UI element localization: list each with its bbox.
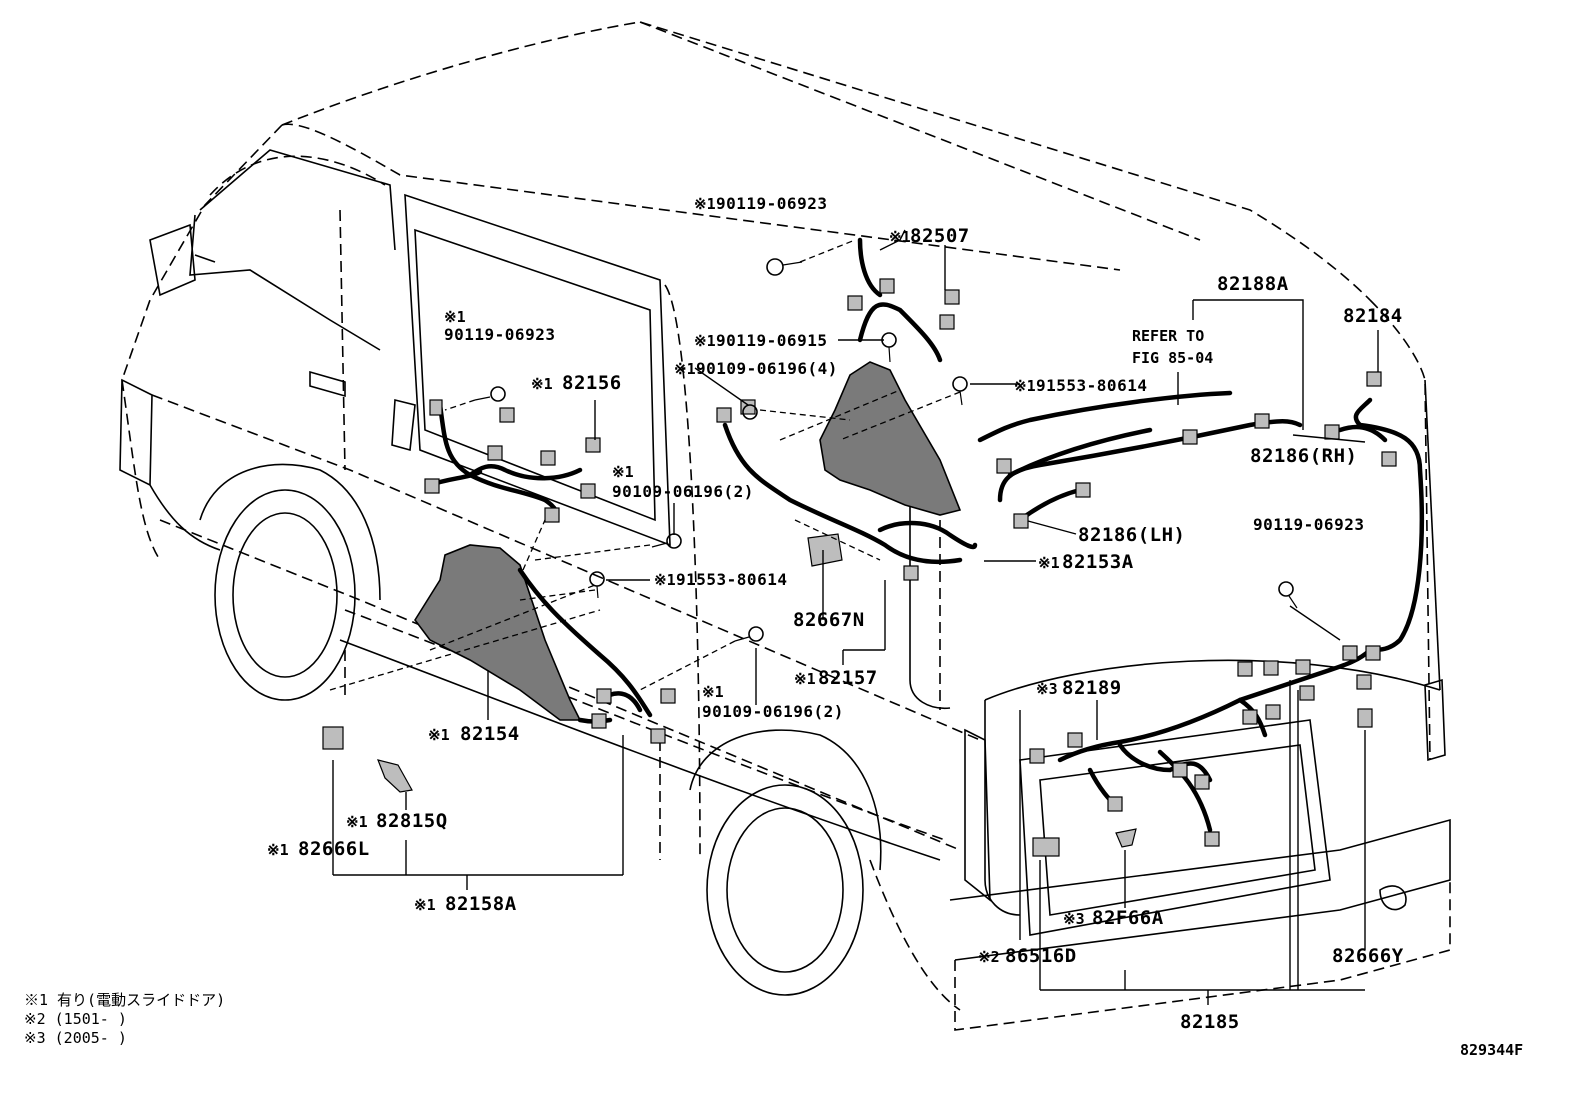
cover-82157 bbox=[819, 361, 962, 516]
mark-82157: ※1 bbox=[794, 670, 816, 688]
label-91553-80614-mid: 91553-80614 bbox=[676, 570, 787, 589]
label-82666L: 82666L bbox=[298, 838, 370, 860]
mark-82666L: ※1 bbox=[267, 841, 289, 859]
bolts bbox=[474, 258, 1298, 642]
front-wheel bbox=[199, 463, 381, 701]
mark-86516D: ※2 bbox=[978, 948, 1000, 966]
bolt-90119-06923-right-icon bbox=[1278, 581, 1298, 609]
rear-wheel bbox=[689, 729, 882, 996]
label-82F66A: 82F66A bbox=[1092, 907, 1164, 929]
van-body-outline bbox=[119, 21, 1451, 1031]
label-90109-06196-2b: 90109-06196(2) bbox=[702, 702, 844, 721]
label-82158A: 82158A bbox=[445, 893, 517, 915]
wire-harnesses bbox=[427, 237, 1425, 833]
mark-91553-80614-mid: ※1 bbox=[654, 571, 676, 589]
label-82156: 82156 bbox=[562, 372, 622, 394]
mark-82507: ※1 bbox=[889, 228, 911, 246]
legend-note-2: ※2 (1501- ) bbox=[24, 1010, 127, 1028]
mark-82189: ※3 bbox=[1036, 680, 1058, 698]
legend-notes: ※1 有り(電動スライドドア) ※2 (1501- ) ※3 (2005- ) bbox=[24, 991, 225, 1047]
label-90109-06196-4: 90109-06196(4) bbox=[696, 359, 838, 378]
mark-90109-06196-4: ※1 bbox=[674, 360, 696, 378]
leader-lines bbox=[329, 229, 1379, 1005]
bolt-90109-06196-2b-icon bbox=[734, 626, 764, 642]
legend-note-3: ※3 (2005- ) bbox=[24, 1029, 127, 1047]
mark-90119-06923-left: ※1 bbox=[444, 308, 466, 326]
figure-id: 829344F bbox=[1460, 1041, 1523, 1059]
label-91553-80614-top: 91553-80614 bbox=[1036, 376, 1147, 395]
label-82667N: 82667N bbox=[793, 609, 865, 631]
label-86516D: 86516D bbox=[1005, 945, 1077, 967]
mark-90109-06196-2a: ※1 bbox=[612, 463, 634, 481]
bolt-91553-80614-top-icon bbox=[952, 376, 968, 406]
mark-91553-80614-top: ※1 bbox=[1014, 377, 1036, 395]
label-refer-2: FIG 85-04 bbox=[1132, 349, 1213, 367]
door-covers bbox=[414, 361, 962, 721]
bolt-90119-06923-left-icon bbox=[474, 386, 506, 402]
label-82153A: 82153A bbox=[1062, 551, 1134, 573]
mark-90119-06915: ※1 bbox=[694, 332, 716, 350]
label-90119-06923-right: 90119-06923 bbox=[1253, 515, 1364, 534]
part-labels: ※1 90119-06923 ※1 82507 82188A REFER TO … bbox=[267, 194, 1404, 1033]
label-refer-1: REFER TO bbox=[1132, 327, 1204, 345]
label-82815Q: 82815Q bbox=[376, 810, 448, 832]
label-82186RH: 82186(RH) bbox=[1250, 445, 1357, 467]
bolt-91553-80614-mid-icon bbox=[589, 571, 605, 599]
mark-82F66A: ※3 bbox=[1063, 910, 1085, 928]
mark-90109-06196-2b: ※1 bbox=[702, 683, 724, 701]
label-82189: 82189 bbox=[1062, 677, 1122, 699]
legend-note-1: ※1 有り(電動スライドドア) bbox=[24, 991, 225, 1009]
label-82188A: 82188A bbox=[1217, 273, 1289, 295]
mark-82153A: ※1 bbox=[1038, 554, 1060, 572]
label-82507: 82507 bbox=[910, 225, 970, 247]
mark-90119-06923-top: ※1 bbox=[694, 195, 716, 213]
label-82157: 82157 bbox=[818, 667, 878, 689]
label-82186LH: 82186(LH) bbox=[1078, 524, 1185, 546]
label-90119-06923-top: 90119-06923 bbox=[716, 194, 827, 213]
mark-82156: ※1 bbox=[531, 375, 553, 393]
mark-82158A: ※1 bbox=[414, 896, 436, 914]
mark-82815Q: ※1 bbox=[346, 813, 368, 831]
cover-82154 bbox=[414, 544, 582, 721]
label-82185: 82185 bbox=[1180, 1011, 1240, 1033]
label-82184: 82184 bbox=[1343, 305, 1403, 327]
bolt-90109-06196-2a-icon bbox=[651, 533, 682, 549]
bolt-90109-06196-4-icon bbox=[742, 404, 758, 420]
mark-82154: ※1 bbox=[428, 726, 450, 744]
label-82666Y: 82666Y bbox=[1332, 945, 1404, 967]
bolt-90119-06923-top-icon bbox=[766, 258, 803, 276]
bolt-90119-06915-icon bbox=[881, 332, 897, 363]
label-82154: 82154 bbox=[460, 723, 520, 745]
connectors bbox=[322, 278, 1397, 857]
label-90109-06196-2a: 90109-06196(2) bbox=[612, 482, 754, 501]
label-90119-06923-left: 90119-06923 bbox=[444, 325, 555, 344]
label-90119-06915: 90119-06915 bbox=[716, 331, 827, 350]
